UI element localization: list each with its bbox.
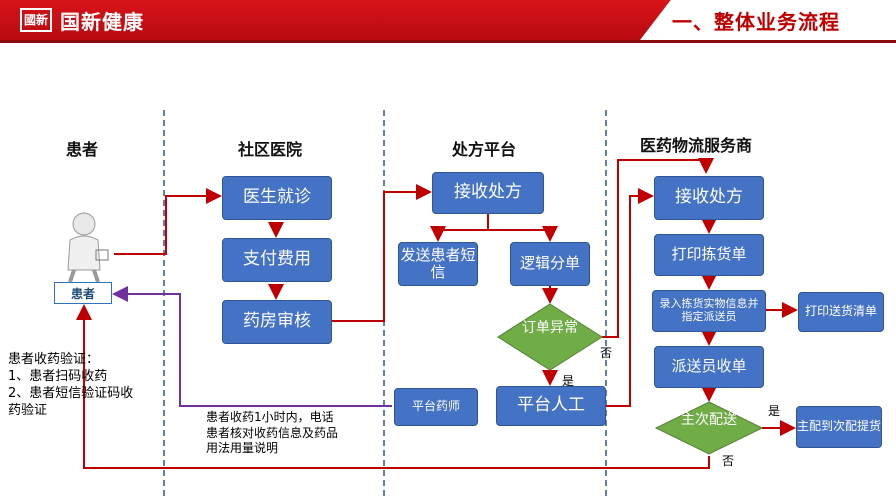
page-title: 一、整体业务流程 — [672, 10, 840, 34]
brand-name: 国新健康 — [60, 10, 144, 34]
exception-no-label: 否 — [600, 346, 613, 360]
step-platform-pharmacist: 平台药师 — [394, 388, 478, 426]
delivery-no-label: 否 — [722, 454, 735, 468]
exception-label: 订单异常 — [522, 320, 578, 336]
step-platform-receive: 接收处方 — [432, 172, 544, 214]
pharmacist-note-line: 患者核对收药信息及药品 — [206, 425, 339, 440]
verification-note-line: 1、患者扫码收药 — [8, 368, 108, 384]
step-platform-manual: 平台人工 — [496, 386, 606, 426]
exception-yes-label: 是 — [562, 374, 575, 388]
arrow-delivery-no-to-patient — [76, 304, 710, 469]
step-logic-split: 逻辑分单 — [510, 242, 590, 286]
step-pharmacy-review: 药房审核 — [222, 300, 332, 344]
header-divider — [0, 40, 896, 43]
delivery-diamond — [654, 401, 764, 455]
step-print-delivery-list: 打印送货清单 — [798, 292, 884, 332]
arrow-receive-to-sms — [430, 214, 489, 242]
verification-note-line: 药验证 — [8, 402, 48, 418]
verification-note-line: 2、患者短信验证码收 — [8, 385, 134, 401]
lane-header-logistics: 医药物流服务商 — [640, 136, 753, 155]
step-pay-fees: 支付费用 — [222, 238, 332, 282]
patient-label: 患者 — [54, 282, 112, 304]
title-tab — [640, 0, 896, 40]
step-print-pick-list: 打印拣货单 — [654, 234, 764, 276]
lane-header-platform: 处方平台 — [452, 140, 517, 159]
verification-note-line: 患者收药验证： — [8, 352, 100, 367]
step-courier-receive: 派送员收单 — [654, 346, 764, 388]
lane-header-patient: 患者 — [66, 140, 99, 159]
pharmacist-note-line: 患者收药1小时内，电话 — [206, 410, 334, 424]
step-main-to-secondary-pickup: 主配到次配提货 — [796, 406, 882, 448]
arrow-receive-to-split — [488, 226, 558, 242]
arrow-pharmacist-to-patient — [112, 286, 392, 407]
arrow-exception-no-to-logistics — [602, 158, 714, 338]
verification-note: 患者收药验证： 1、患者扫码收药 2、患者短信验证码收 药验证 — [8, 352, 178, 420]
patient-figure-icon — [67, 212, 109, 283]
delivery-label: 主次配送 — [681, 412, 737, 428]
step-send-sms: 发送患者短信 — [398, 242, 478, 286]
step-enter-and-assign: 录入拣货实物信息并指定派送员 — [652, 290, 766, 332]
pharmacist-call-note: 患者收药1小时内，电话 患者核对收药信息及药品 用法用量说明 — [206, 410, 384, 457]
logo-icon: 國新 — [20, 8, 52, 32]
delivery-yes-label: 是 — [768, 404, 781, 418]
arrow-manual-to-logistics — [606, 188, 654, 407]
arrow-patient-to-visit — [114, 188, 222, 255]
arrow-review-to-platform — [332, 184, 432, 322]
lane-header-clinic: 社区医院 — [238, 140, 303, 159]
step-doctor-visit: 医生就诊 — [222, 176, 332, 220]
pharmacist-note-line: 用法用量说明 — [206, 441, 279, 456]
exception-diamond — [497, 303, 603, 371]
step-logistics-receive: 接收处方 — [654, 176, 764, 220]
